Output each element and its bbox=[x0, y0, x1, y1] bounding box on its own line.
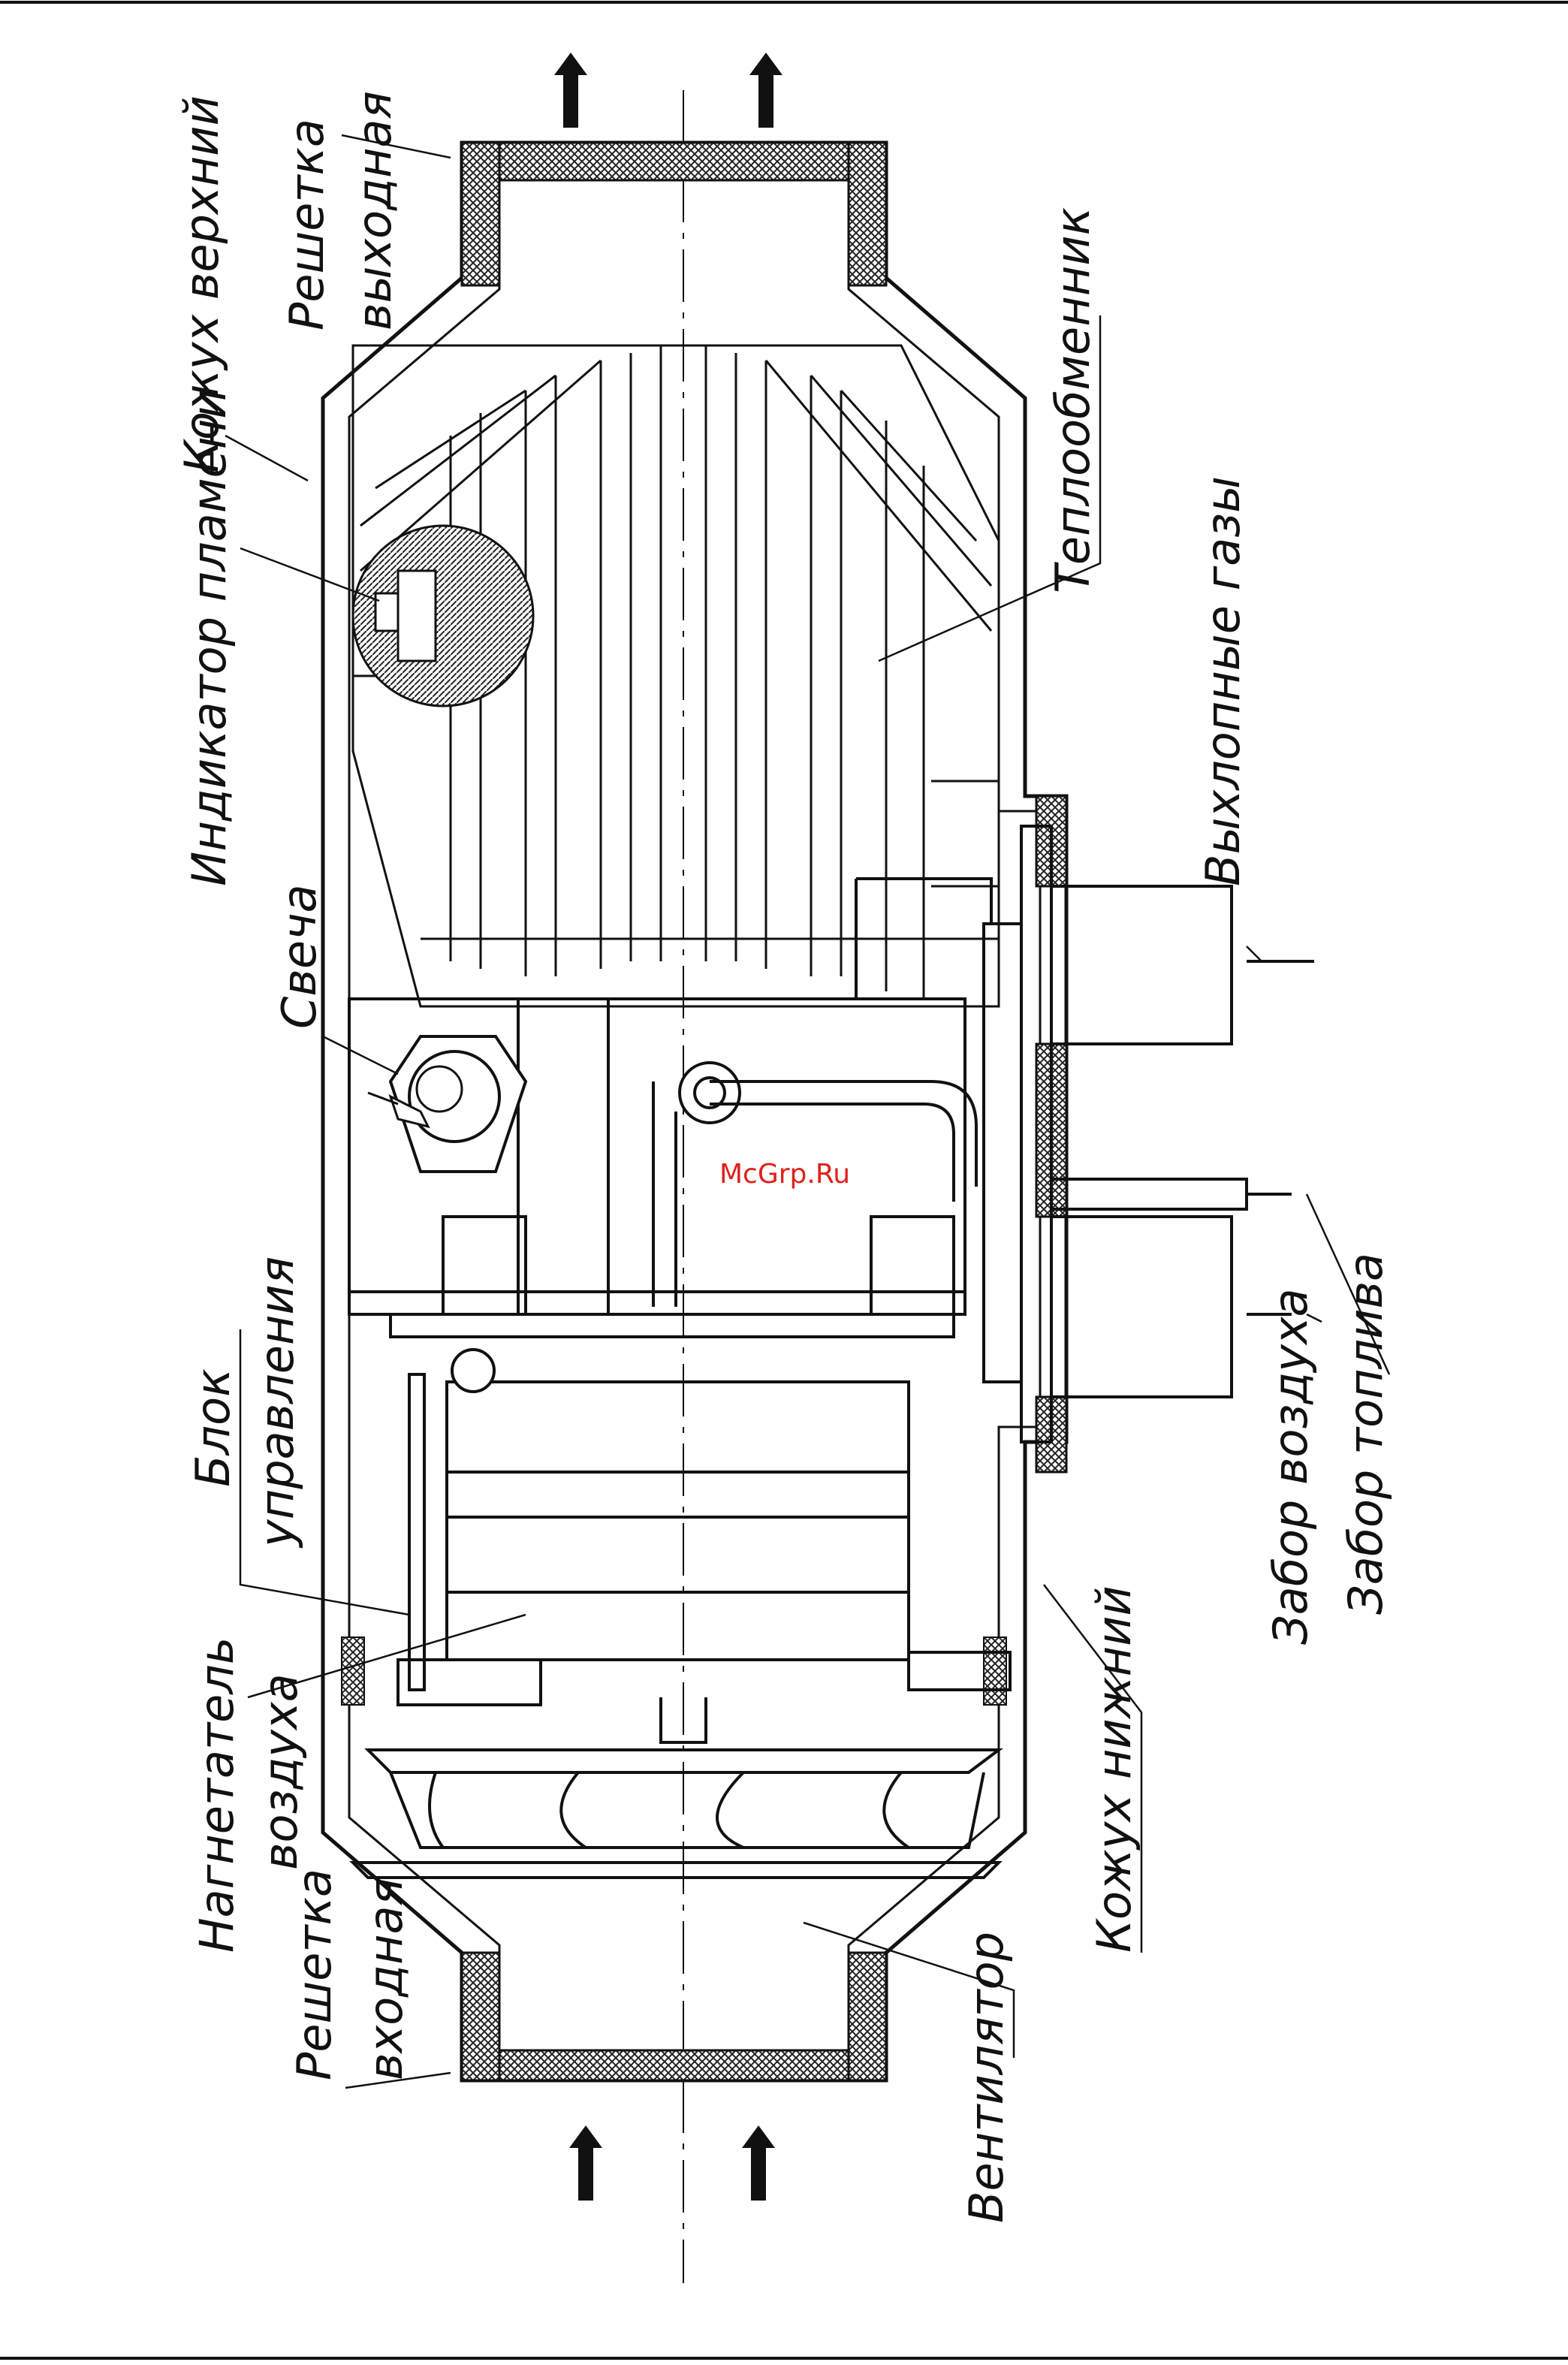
blower-assembly bbox=[398, 1350, 1010, 1742]
label-fan: Вентилятор bbox=[959, 1932, 1014, 2223]
label-fuel-intake: Забор топлива bbox=[1338, 1253, 1393, 1615]
label-heat-exchanger: Теплообменник bbox=[1045, 207, 1100, 593]
inlet-grille-hatch bbox=[462, 2050, 886, 2080]
label-air-blower-1: Нагнетатель bbox=[189, 1637, 244, 1953]
label-inlet-grille-1: Решетка bbox=[287, 1869, 342, 2080]
label-inlet-grille-2: входная bbox=[358, 1878, 413, 2080]
label-air-blower-2: воздуха bbox=[253, 1673, 308, 1870]
glow-plug bbox=[368, 1036, 526, 1172]
label-air-intake: Забор воздуха bbox=[1263, 1288, 1318, 1645]
label-outlet-grille-2: выходная bbox=[347, 91, 402, 330]
label-lower-casing: Кожух нижний bbox=[1087, 1585, 1141, 1953]
label-exhaust-gases: Выхлопные газы bbox=[1196, 476, 1250, 886]
label-flame-indicator: Индикатор пламени bbox=[182, 388, 237, 886]
label-glow-plug: Свеча bbox=[272, 884, 327, 1029]
flame-indicator-detail bbox=[353, 526, 533, 706]
outlet-grille-hatch bbox=[462, 143, 886, 180]
label-control-unit-1: Блок bbox=[185, 1368, 240, 1487]
fan-impeller bbox=[353, 1750, 999, 1878]
label-control-unit-2: управления bbox=[249, 1256, 304, 1549]
watermark: McGrp.Ru bbox=[719, 1159, 850, 1190]
label-outlet-grille-1: Решетка bbox=[279, 119, 334, 330]
